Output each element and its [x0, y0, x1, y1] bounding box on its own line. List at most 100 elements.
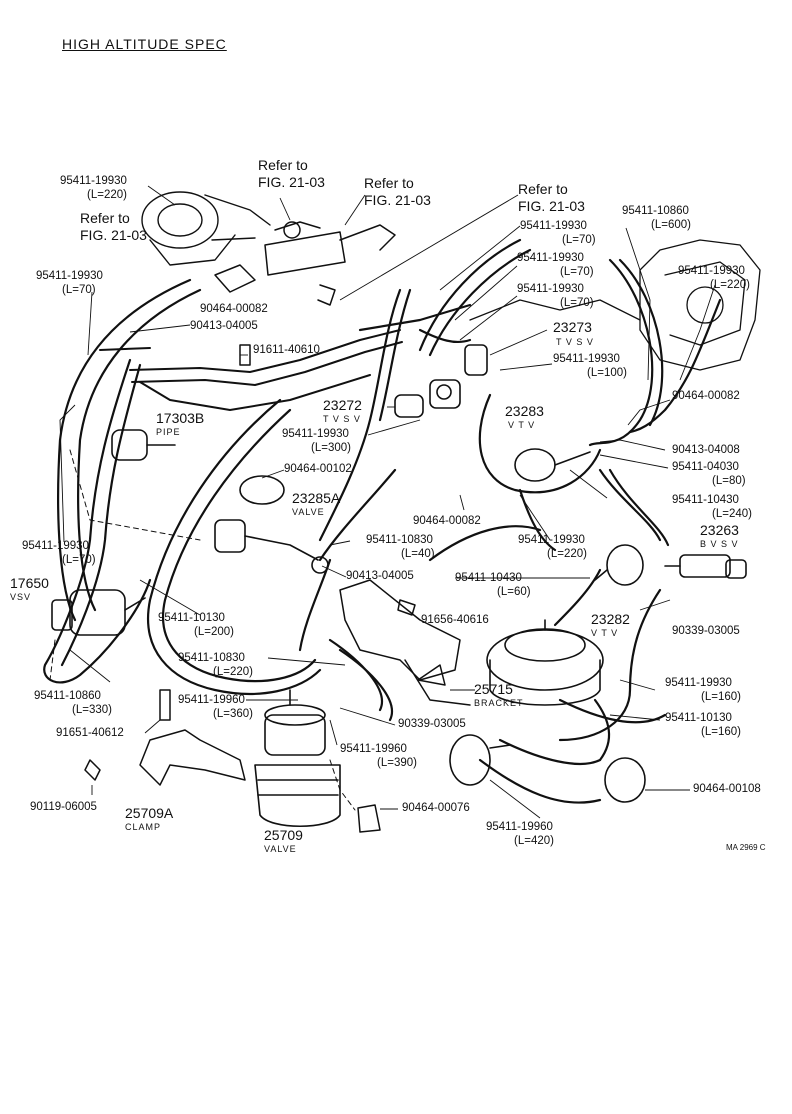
part-label: 90464-00076	[402, 802, 470, 814]
part-label: 91656-40616	[421, 614, 489, 626]
vsv-17650	[51, 429, 176, 636]
refer-label-2a: Refer to	[364, 175, 414, 191]
part-label: 90339-03005	[398, 718, 466, 730]
valve-25709	[254, 689, 341, 828]
part-caption: PIPE	[156, 427, 181, 437]
refer-label-4b: FIG. 21-03	[80, 227, 147, 243]
part-label: 95411-19930	[36, 270, 103, 282]
part-label-23273: 23273	[553, 319, 592, 335]
tvsv-valves	[394, 344, 488, 418]
part-caption: V T V	[508, 420, 536, 430]
part-caption: T V S V	[556, 337, 594, 347]
leader-lines	[59, 185, 716, 819]
part-length: (L=200)	[194, 626, 234, 638]
part-label: 90413-04005	[190, 320, 258, 332]
part-label: 95411-10860	[622, 205, 689, 217]
part-length: (L=70)	[560, 297, 594, 309]
part-label-17650: 17650	[10, 575, 49, 591]
part-label: 95411-10860	[34, 690, 101, 702]
part-label: 95411-19930	[520, 220, 587, 232]
bvsv-23263	[664, 554, 747, 579]
part-caption: VALVE	[292, 507, 325, 517]
diaphragm-unit	[486, 619, 604, 706]
part-length: (L=220)	[547, 548, 587, 560]
figure-code: MA 2969 C	[726, 843, 766, 852]
refer-label-3a: Refer to	[518, 181, 568, 197]
part-length: (L=70)	[62, 554, 96, 566]
part-length: (L=300)	[311, 442, 351, 454]
part-length: (L=220)	[710, 279, 750, 291]
part-length: (L=70)	[62, 284, 96, 296]
refer-label-1a: Refer to	[258, 157, 308, 173]
part-label: 95411-19930	[517, 252, 584, 264]
part-label: 95411-10830	[178, 652, 245, 664]
part-label: 90464-00082	[413, 515, 481, 527]
part-label: 95411-19960	[340, 743, 407, 755]
part-length: (L=330)	[72, 704, 112, 716]
refer-label-4a: Refer to	[80, 210, 130, 226]
bolts	[84, 344, 416, 833]
part-label: 95411-19930	[553, 353, 620, 365]
part-label: 95411-19960	[178, 694, 245, 706]
part-label-23285a: 23285A	[292, 490, 341, 506]
clamp-25709a	[139, 729, 246, 786]
part-label-25709a: 25709A	[125, 805, 174, 821]
part-length: (L=70)	[560, 266, 594, 278]
part-label-17303b: 17303B	[156, 410, 205, 426]
dashed-connectors	[49, 449, 356, 811]
part-length: (L=600)	[651, 219, 691, 231]
part-label: 90413-04008	[672, 444, 740, 456]
part-length: (L=60)	[497, 586, 531, 598]
vacuum-hoses	[43, 238, 722, 804]
part-label: 95411-19930	[517, 283, 584, 295]
part-label-23282: 23282	[591, 611, 630, 627]
part-length: (L=40)	[401, 548, 435, 560]
part-label-23272: 23272	[323, 397, 362, 413]
part-label: 90464-00102	[284, 463, 352, 475]
part-length: (L=70)	[562, 234, 596, 246]
pipe-17303b	[99, 329, 403, 411]
part-label: 91611-40610	[253, 344, 320, 356]
part-label: 90464-00082	[672, 390, 740, 402]
part-label: 90464-00108	[693, 783, 761, 795]
part-caption: CLAMP	[125, 822, 162, 832]
part-length: (L=360)	[213, 708, 253, 720]
valve-23285a	[214, 519, 329, 574]
vtv-23283	[514, 448, 591, 482]
part-length: (L=160)	[701, 726, 741, 738]
part-caption: BRACKET	[474, 698, 524, 708]
part-label: 95411-19930	[282, 428, 349, 440]
part-label-23263: 23263	[700, 522, 739, 538]
part-label-25709: 25709	[264, 827, 303, 843]
part-label: 95411-19930	[665, 677, 732, 689]
part-label: 95411-19930	[22, 540, 89, 552]
refer-label-2b: FIG. 21-03	[364, 192, 431, 208]
part-length: (L=390)	[377, 757, 417, 769]
part-caption: VALVE	[264, 844, 297, 854]
part-label: 95411-10430	[455, 572, 522, 584]
part-label: 95411-10830	[366, 534, 433, 546]
part-length: (L=220)	[87, 189, 127, 201]
part-length: (L=220)	[213, 666, 253, 678]
refer-label-1b: FIG. 21-03	[258, 174, 325, 190]
air-cleaner-part	[141, 191, 271, 266]
page-title: HIGH ALTITUDE SPEC	[62, 36, 227, 52]
lower-valve	[449, 734, 511, 786]
refer-label-3b: FIG. 21-03	[518, 198, 585, 214]
part-caption: B V S V	[700, 539, 739, 549]
part-caption: T V S V	[323, 414, 361, 424]
part-label: 90413-04005	[346, 570, 414, 582]
bracket-25715	[339, 579, 471, 706]
part-label: 95411-04030	[672, 461, 739, 473]
hose-clamp-ring	[239, 475, 646, 803]
part-label: 95411-10130	[665, 712, 732, 724]
part-label: 90464-00082	[200, 303, 268, 315]
part-label: 90119-06005	[30, 801, 97, 813]
top-valve-assembly	[214, 221, 396, 306]
part-label: 95411-10430	[672, 494, 739, 506]
part-length: (L=80)	[712, 475, 746, 487]
part-label-25715: 25715	[474, 681, 513, 697]
part-label: 95411-19960	[486, 821, 553, 833]
part-label: 90339-03005	[672, 625, 740, 637]
part-length: (L=240)	[712, 508, 752, 520]
